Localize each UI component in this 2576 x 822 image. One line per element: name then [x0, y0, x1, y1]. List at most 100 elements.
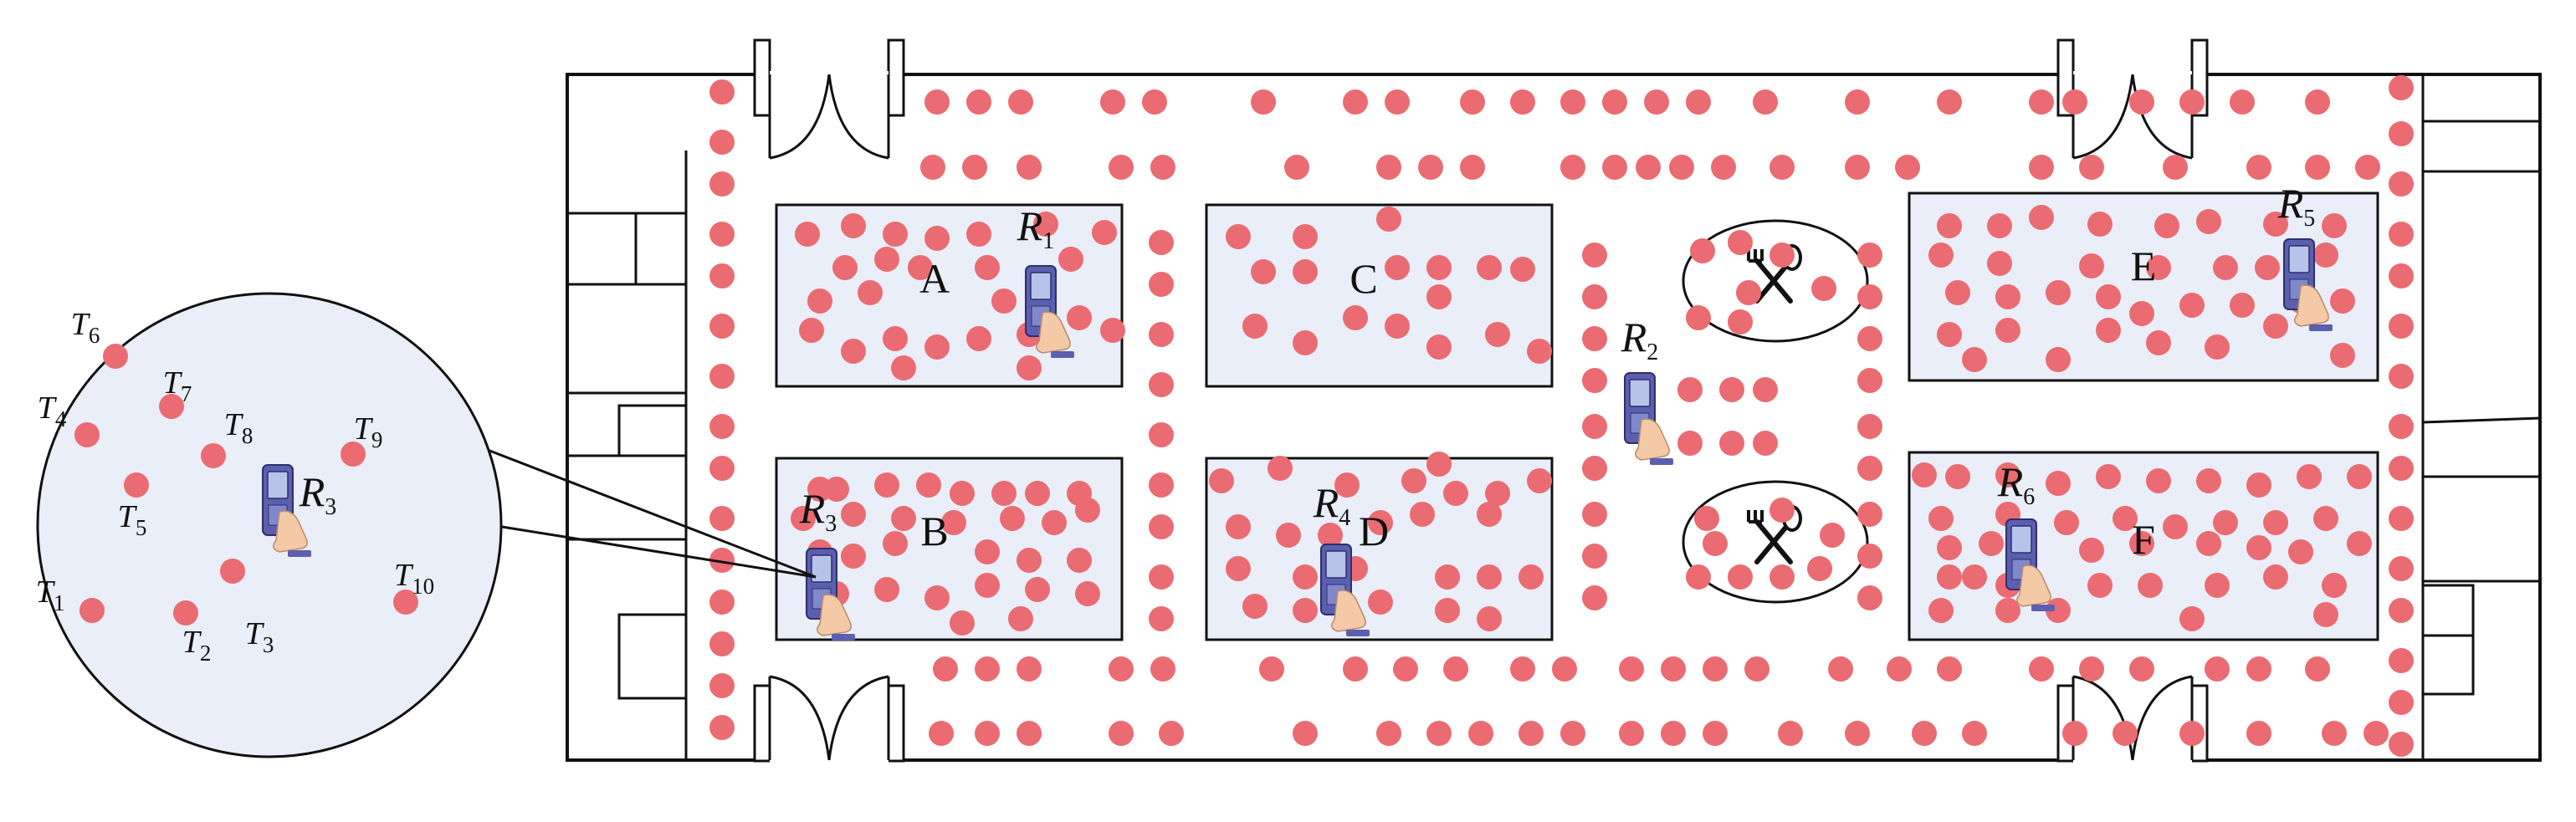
tag-dot: [2046, 471, 2071, 496]
tag-dot: [883, 531, 908, 556]
tag-dot: [2054, 510, 2079, 535]
tag-dot: [1845, 155, 1870, 180]
tag-dot: [1426, 452, 1452, 477]
reader-r2: [1624, 372, 1674, 466]
tag-dot: [1017, 355, 1042, 380]
tag-dot: [1343, 656, 1368, 682]
tag-dot: [2263, 510, 2288, 535]
tag-dot: [1033, 212, 1058, 237]
double-door: [753, 675, 905, 763]
tag-dot: [2079, 253, 2104, 278]
tag-dot: [2389, 456, 2414, 481]
tag-dot: [1259, 656, 1284, 682]
tag-dot: [1857, 544, 1882, 569]
tag-dot: [2389, 732, 2414, 757]
tag-dot: [1149, 272, 1174, 297]
zoom-tag-label: T1: [36, 574, 65, 615]
tag-dot: [2263, 212, 2288, 237]
zoom-tag-label: T6: [71, 307, 100, 348]
tag-dot: [2129, 301, 2154, 326]
tag-dot: [1945, 464, 1970, 489]
tag-dot: [1736, 280, 1761, 305]
tag-dot: [2230, 293, 2255, 318]
tag-dot: [2129, 531, 2154, 556]
tag-dot: [1937, 89, 1962, 115]
tag-dot: [1582, 414, 1607, 439]
tag-dot: [1017, 721, 1042, 746]
tag-dot: [1150, 656, 1175, 682]
tag-dot: [1582, 585, 1607, 610]
tag-dot: [1067, 548, 1092, 573]
tag-dot: [2389, 598, 2414, 623]
tag-dot: [1602, 155, 1627, 180]
tag-dot: [709, 263, 735, 288]
tag-dot: [2389, 556, 2414, 581]
zone-label-f: F: [2132, 516, 2155, 563]
tag-dot: [1109, 155, 1134, 180]
tag-dot: [950, 610, 975, 636]
tag-dot: [1987, 251, 2012, 276]
tag-dot: [1560, 155, 1585, 180]
tag-dot: [1661, 656, 1686, 682]
tag-dot: [1895, 155, 1920, 180]
tag-dot: [1937, 535, 1962, 560]
tag-dot: [2389, 171, 2414, 197]
zoom-tag-dot: [79, 598, 105, 623]
tag-dot: [920, 155, 945, 180]
tag-dot: [962, 155, 987, 180]
tag-dot: [2146, 255, 2171, 280]
tag-dot: [2322, 573, 2347, 598]
tag-dot: [1636, 155, 1661, 180]
tag-dot: [1368, 510, 1393, 535]
tag-dot: [2246, 535, 2271, 560]
tag-dot: [1857, 456, 1882, 481]
tag-dot: [975, 721, 1000, 746]
tag-dot: [1769, 498, 1795, 523]
tag-dot: [1912, 462, 1937, 488]
tag-dot: [2205, 573, 2230, 598]
tag-dot: [941, 510, 966, 535]
tag-dot: [1560, 721, 1585, 746]
zoom-tag-dot: [220, 559, 245, 584]
tag-dot: [1769, 564, 1795, 590]
tag-dot: [2389, 414, 2414, 439]
tag-dot: [1811, 276, 1836, 301]
tag-dot: [1845, 89, 1870, 115]
tag-dot: [841, 339, 866, 364]
zoom-connector: [480, 446, 817, 579]
tag-dot: [1928, 506, 1954, 531]
tag-dot: [1928, 598, 1954, 623]
tag-dot: [1443, 656, 1468, 682]
tag-dot: [1719, 377, 1744, 402]
tag-dot: [891, 355, 916, 380]
tag-dot: [1857, 414, 1882, 439]
tag-dot: [2263, 314, 2288, 339]
tag-dot: [2246, 721, 2271, 746]
tag-dot: [991, 481, 1017, 506]
tag-dot: [908, 255, 933, 280]
tag-dot: [1025, 577, 1050, 602]
tag-dot: [1987, 213, 2012, 238]
tag-dot: [975, 255, 1000, 280]
tag-dot: [2389, 364, 2414, 389]
tag-dot: [1728, 230, 1753, 255]
tag-dot: [709, 673, 735, 698]
zone-label-a: A: [919, 255, 950, 302]
tag-dot: [1149, 322, 1174, 347]
tag-dot: [795, 222, 820, 247]
tag-dot: [709, 130, 735, 155]
tag-dot: [1401, 468, 1426, 493]
tag-dot: [1686, 564, 1711, 590]
tag-dot: [2163, 514, 2188, 539]
tag-dot: [2096, 318, 2121, 343]
tag-dot: [883, 326, 908, 351]
tag-dot: [2029, 155, 2054, 180]
tag-dot: [2096, 464, 2121, 489]
tag-dot: [1209, 468, 1234, 493]
tag-dot: [1226, 556, 1251, 581]
tag-dot: [1703, 531, 1728, 556]
tag-dot: [1962, 564, 1987, 590]
tag-dot: [1857, 326, 1882, 351]
tag-dot: [807, 288, 832, 314]
tag-dot: [2347, 464, 2372, 489]
